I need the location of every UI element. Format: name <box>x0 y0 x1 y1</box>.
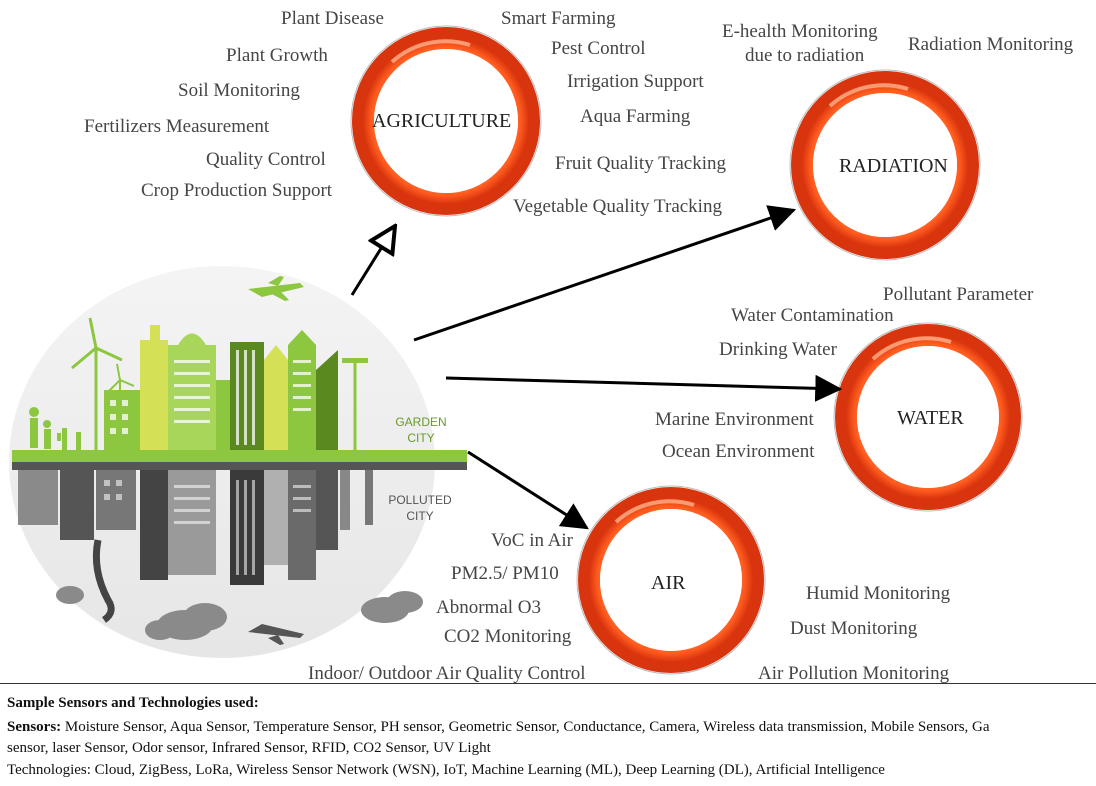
air-label: Air Pollution Monitoring <box>758 663 950 684</box>
garden-label-1: GARDEN <box>395 415 446 429</box>
agri-label: Aqua Farming <box>580 106 691 127</box>
polluted-label-1: POLLUTED <box>388 493 452 507</box>
water-title: WATER <box>897 407 964 429</box>
city-illustration <box>9 266 467 658</box>
air-title: AIR <box>651 572 686 594</box>
polluted-label-2: CITY <box>406 509 433 523</box>
ring-agriculture <box>350 25 542 217</box>
arrow-to-air <box>467 450 589 530</box>
air-label: CO2 Monitoring <box>444 626 572 647</box>
footer-sensors: Sensors: Moisture Sensor, Aqua Sensor, T… <box>7 718 990 736</box>
air-label: Humid Monitoring <box>806 583 951 604</box>
agri-label: Quality Control <box>206 149 326 170</box>
footer-heading: Sample Sensors and Technologies used: <box>7 695 259 711</box>
arrows <box>350 205 843 530</box>
radiation-label: Radiation Monitoring <box>908 34 1074 55</box>
footer-sensors-cont: sensor, laser Sensor, Odor sensor, Infra… <box>7 740 491 756</box>
arrow-to-radiation <box>413 205 797 342</box>
polluted-city <box>12 462 467 645</box>
sensors-line1: Moisture Sensor, Aqua Sensor, Temperatur… <box>61 719 990 735</box>
air-label: Abnormal O3 <box>436 597 542 618</box>
agri-label: Pest Control <box>551 38 646 59</box>
smoke-cloud-icon <box>56 539 423 640</box>
agri-label: Vegetable Quality Tracking <box>513 196 722 217</box>
water-label: Ocean Environment <box>662 441 815 462</box>
air-label: VoC in Air <box>491 530 574 551</box>
water-label: Pollutant Parameter <box>883 284 1034 305</box>
agri-label: Fertilizers Measurement <box>84 116 270 137</box>
agri-label: Soil Monitoring <box>178 80 300 101</box>
agriculture-title: AGRICULTURE <box>372 110 512 132</box>
agri-label: Smart Farming <box>501 8 616 29</box>
airplane-reflection-icon <box>248 624 304 645</box>
air-label: PM2.5/ PM10 <box>451 563 559 584</box>
airplane-icon <box>248 276 304 301</box>
garden-city <box>12 276 467 462</box>
ring-radiation <box>789 69 981 261</box>
arrow-to-water <box>445 374 843 402</box>
radiation-label: due to radiation <box>745 45 865 66</box>
air-label: Indoor/ Outdoor Air Quality Control <box>308 663 586 684</box>
agri-label: Fruit Quality Tracking <box>555 153 727 174</box>
arrow-to-agriculture <box>350 226 395 296</box>
street-lamp-icon <box>342 358 368 450</box>
ring-air <box>576 485 766 675</box>
water-label: Marine Environment <box>655 409 814 430</box>
footer-technologies: Technologies: Cloud, ZigBess, LoRa, Wire… <box>7 762 885 778</box>
radiation-label: E-health Monitoring <box>722 21 878 42</box>
agri-label: Irrigation Support <box>567 71 704 92</box>
sensors-label: Sensors: <box>7 719 62 735</box>
agri-label: Plant Disease <box>281 8 384 29</box>
water-label: Drinking Water <box>719 339 837 360</box>
garden-label-2: CITY <box>407 431 434 445</box>
radiation-title: RADIATION <box>839 155 948 177</box>
ring-water <box>833 322 1023 512</box>
agri-label: Crop Production Support <box>141 180 333 201</box>
agri-label: Plant Growth <box>226 45 328 66</box>
air-label: Dust Monitoring <box>790 618 918 639</box>
people-icon <box>29 407 81 450</box>
water-label: Water Contamination <box>731 305 894 326</box>
footer: Sample Sensors and Technologies used: Se… <box>0 683 1096 778</box>
